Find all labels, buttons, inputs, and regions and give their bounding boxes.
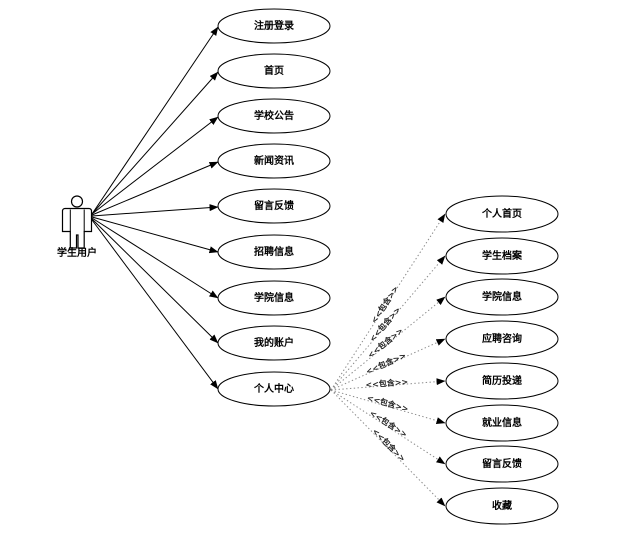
primary-use-cases: 注册登录 首页 学校公告 新闻资讯 留言反馈 招聘信息 学院信息 我的账户 [217,8,331,407]
use-case-label: 学院信息 [482,290,522,303]
include-label: <<包含>> [365,376,408,389]
use-case-label: 学校公告 [254,109,294,122]
include-line [330,378,446,391]
use-case-recruitment-info: 招聘信息 [217,234,331,270]
actor-label: 学生用户 [57,246,97,259]
association-line [91,71,219,215]
include-line [330,389,446,424]
use-case-feedback-sub: 留言反馈 [445,445,559,483]
association-line [91,116,219,215]
use-case-favorites: 收藏 [445,487,559,525]
include-labels: <<包含>> <<包含>> <<包含>> <<包含>> <<包含>> <<包含>… [364,284,410,464]
use-case-register-login: 注册登录 [217,8,331,44]
use-case-personal-home: 个人首页 [445,195,559,233]
use-case-personal-center: 个人中心 [217,371,331,407]
use-case-ellipse [217,280,331,316]
association-line [91,217,219,299]
use-case-news: 新闻资讯 [217,143,331,179]
use-case-ellipse [445,362,559,400]
use-case-label: 我的账户 [254,336,294,349]
use-case-label: 学院信息 [254,291,294,304]
use-case-ellipse [445,320,559,358]
include-line [330,389,446,507]
use-case-home: 首页 [217,53,331,89]
use-case-feedback: 留言反馈 [217,188,331,224]
use-case-ellipse [217,371,331,407]
use-case-label: 新闻资讯 [254,154,294,167]
association-line [91,216,219,254]
use-case-label: 注册登录 [254,19,294,32]
personal-center-use-cases: 个人首页 学生档案 学院信息 应聘咨询 简历投递 就业信息 留言反馈 收藏 [445,195,559,525]
use-case-ellipse [217,8,331,44]
use-case-school-announcements: 学校公告 [217,98,331,134]
use-case-label: 留言反馈 [482,457,522,470]
use-case-student-profile: 学生档案 [445,237,559,275]
actor-arm-lines [69,209,85,232]
include-line [330,296,446,391]
use-case-ellipse [217,234,331,270]
use-case-label: 留言反馈 [254,199,294,212]
use-case-college-info: 学院信息 [217,280,331,316]
use-case-label: 学生档案 [482,249,523,262]
association-lines [91,26,219,390]
association-line [91,219,219,390]
use-case-ellipse [445,195,559,233]
use-case-application-consult: 应聘咨询 [445,320,559,358]
use-case-ellipse [217,188,331,224]
use-case-my-account: 我的账户 [217,325,331,361]
use-case-label: 招聘信息 [254,245,294,258]
use-case-ellipse [445,404,559,442]
use-case-ellipse [445,278,559,316]
use-case-ellipse [445,445,559,483]
use-case-ellipse [445,487,559,525]
use-case-label: 收藏 [492,499,512,512]
include-line [330,255,446,391]
use-case-college-info-sub: 学院信息 [445,278,559,316]
include-line [330,213,446,391]
association-line [91,161,219,216]
use-case-employment-info: 就业信息 [445,404,559,442]
use-case-label: 就业信息 [482,416,522,429]
use-case-label: 个人中心 [253,382,294,395]
use-case-label: 首页 [264,64,284,77]
association-line [91,26,219,215]
use-case-label: 简历投递 [482,374,522,387]
association-line [91,204,219,217]
actor-head [70,195,84,208]
use-case-ellipse [445,237,559,275]
actor-student-user: 学生用户 [57,195,97,259]
use-case-label: 应聘咨询 [482,332,522,345]
use-case-ellipse [217,53,331,89]
association-line [91,218,219,344]
actor-body [61,207,93,249]
use-case-ellipse [217,325,331,361]
use-case-label: 个人首页 [481,207,522,220]
use-case-ellipse [217,143,331,179]
use-case-resume-submission: 简历投递 [445,362,559,400]
include-lines [330,213,446,507]
use-case-ellipse [217,98,331,134]
